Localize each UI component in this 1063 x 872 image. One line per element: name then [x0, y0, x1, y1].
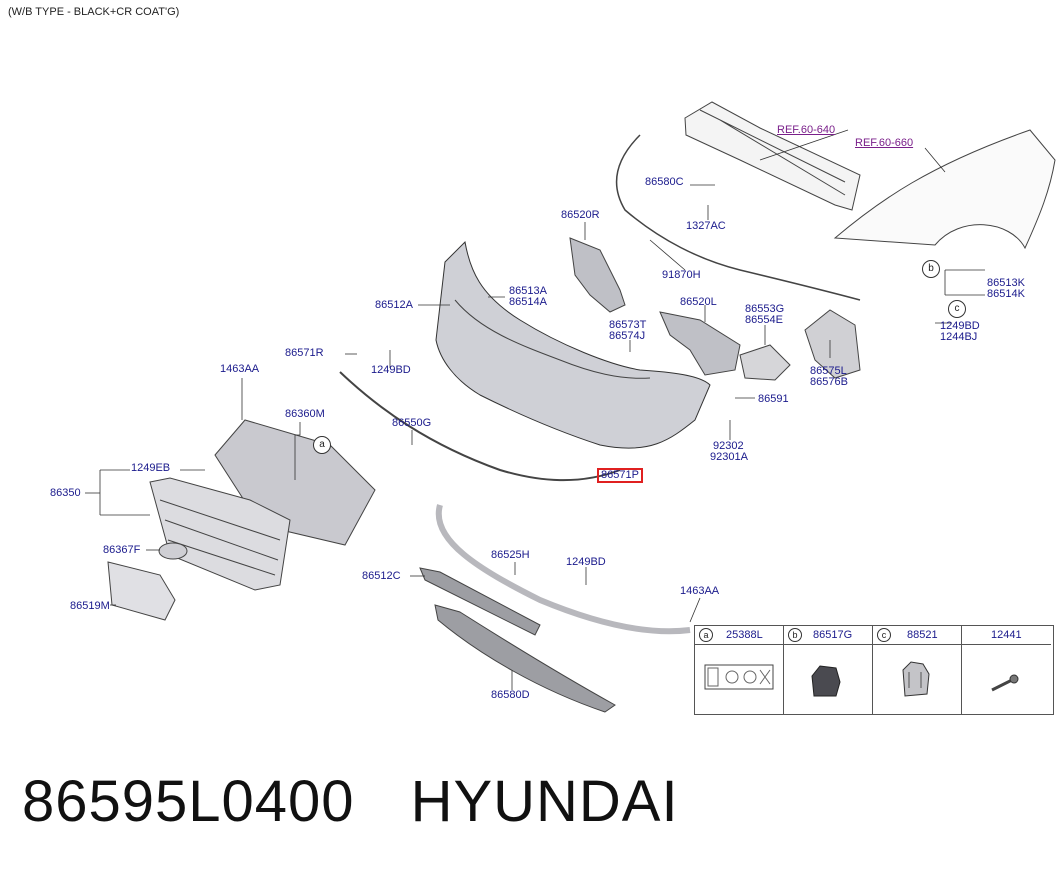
part-label-86512C[interactable]: 86512C — [362, 570, 401, 582]
part-label-86571P-highlighted[interactable]: 86571P — [597, 468, 643, 483]
callout-c: c — [948, 300, 966, 318]
bracket-86520R-part — [569, 237, 626, 313]
part-label-86512A[interactable]: 86512A — [375, 299, 413, 311]
screw-icon — [991, 674, 1019, 692]
part-label-92302[interactable]: 92302 — [713, 440, 744, 452]
part-label-86576B[interactable]: 86576B — [810, 376, 848, 388]
callout-a: a — [313, 436, 331, 454]
part-label-1249BD-right[interactable]: 1249BD — [940, 320, 980, 332]
part-label-86514A[interactable]: 86514A — [509, 296, 547, 308]
ref-60-660-link[interactable]: REF.60-660 — [855, 137, 914, 149]
label-sticker-icon — [704, 664, 774, 690]
emblem-86367F-part — [158, 542, 188, 560]
brand-name: HYUNDAI — [410, 769, 679, 834]
part-label-86575L[interactable]: 86575L — [810, 365, 847, 377]
part-label-86574J[interactable]: 86574J — [609, 330, 646, 342]
part-label-1249BD-upper[interactable]: 1249BD — [371, 364, 411, 376]
ref-60-640-link[interactable]: REF.60-640 — [777, 124, 836, 136]
part-label-92301A[interactable]: 92301A — [710, 451, 748, 463]
legend-cell-12441: 12441 — [962, 626, 1051, 714]
part-label-86513K[interactable]: 86513K — [987, 277, 1025, 289]
bracket-86520L-part — [659, 311, 741, 376]
legend-tag-c: c — [877, 628, 891, 642]
cover-86575L-part — [804, 309, 861, 379]
clip-86517G-icon — [811, 665, 841, 697]
legend-cell-b: b 86517G — [784, 626, 873, 714]
bumper-cover-part — [435, 240, 711, 449]
part-label-86360M[interactable]: 86360M — [285, 408, 325, 420]
part-label-1463AA-lower[interactable]: 1463AA — [680, 585, 720, 597]
skid-86580D-part — [434, 604, 616, 713]
fender-part — [833, 129, 1056, 250]
legend-cell-c: c 88521 — [873, 626, 962, 714]
part-label-86367F[interactable]: 86367F — [103, 544, 141, 556]
footer-part-info: 86595L0400 HYUNDAI — [22, 768, 735, 835]
part-label-91870H[interactable]: 91870H — [662, 269, 701, 281]
part-label-86520L[interactable]: 86520L — [680, 296, 717, 308]
part-label-86514K[interactable]: 86514K — [987, 288, 1025, 300]
part-label-86520R[interactable]: 86520R — [561, 209, 600, 221]
legend-code-88521[interactable]: 88521 — [907, 629, 938, 641]
clip-88521-icon — [902, 661, 930, 697]
bracket-86519M-part — [107, 561, 176, 621]
legend-tag-a: a — [699, 628, 713, 642]
part-label-86525H[interactable]: 86525H — [491, 549, 530, 561]
legend-code-25388L[interactable]: 25388L — [726, 629, 763, 641]
part-label-86550G[interactable]: 86550G — [392, 417, 432, 429]
strip-86550G-part — [339, 371, 621, 482]
part-label-86571R[interactable]: 86571R — [285, 347, 324, 359]
grille-86350-part — [149, 477, 291, 591]
part-label-86513A[interactable]: 86513A — [509, 285, 547, 297]
part-label-86580C[interactable]: 86580C — [645, 176, 684, 188]
part-label-86554E[interactable]: 86554E — [745, 314, 783, 326]
legend-code-86517G[interactable]: 86517G — [813, 629, 853, 641]
part-label-1244BJ[interactable]: 1244BJ — [940, 331, 978, 343]
part-label-1327AC[interactable]: 1327AC — [686, 220, 726, 232]
lip-86512C-part — [435, 504, 691, 635]
legend-code-12441[interactable]: 12441 — [991, 629, 1022, 641]
part-label-1249EB[interactable]: 1249EB — [131, 462, 171, 474]
strip-86525H-part — [419, 567, 541, 636]
diagram-header: (W/B TYPE - BLACK+CR COAT'G) — [8, 6, 180, 18]
legend-table: a 25388L b 86517G c 88521 — [694, 625, 1054, 715]
part-label-86573T[interactable]: 86573T — [609, 319, 647, 331]
part-label-86519M[interactable]: 86519M — [70, 600, 110, 612]
part-number: 86595L0400 — [22, 769, 355, 834]
wiring-harness-part — [615, 134, 861, 301]
part-label-86350[interactable]: 86350 — [50, 487, 81, 499]
part-label-1249BD-lower[interactable]: 1249BD — [566, 556, 606, 568]
part-label-86580D[interactable]: 86580D — [491, 689, 530, 701]
garnish-86553G-part — [739, 344, 791, 381]
diagram-artwork — [85, 101, 1056, 713]
callout-b: b — [922, 260, 940, 278]
legend-cell-a: a 25388L — [695, 626, 784, 714]
part-label-86553G[interactable]: 86553G — [745, 303, 785, 315]
part-label-86591[interactable]: 86591 — [758, 393, 789, 405]
part-label-1463AA-upper[interactable]: 1463AA — [220, 363, 260, 375]
legend-tag-b: b — [788, 628, 802, 642]
